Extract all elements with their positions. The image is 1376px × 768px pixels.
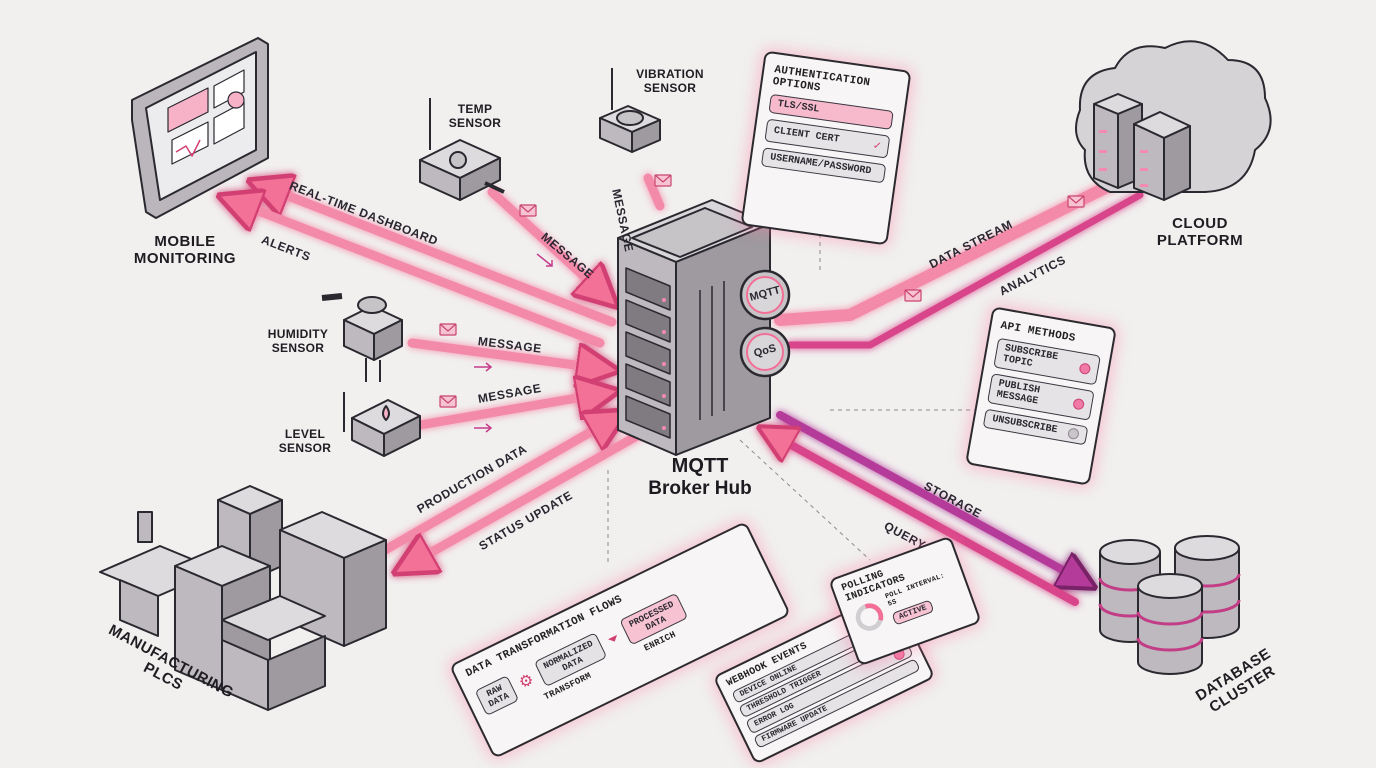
manufacturing-plc-icon xyxy=(99,485,387,711)
status-dot-icon xyxy=(1078,361,1092,375)
arrow-data-stream xyxy=(774,172,1131,326)
tablet-dashboard-icon xyxy=(131,37,269,219)
arrow-humidity-message xyxy=(407,338,612,370)
arrow-status-update xyxy=(400,427,649,570)
arrow-level-message xyxy=(415,392,612,430)
filter-icon: ⏷ xyxy=(604,628,622,648)
temp-sensor-icon xyxy=(419,98,505,201)
humidity-sensor-label: HUMIDITY SENSOR xyxy=(267,327,329,355)
envelope-icon xyxy=(439,395,457,408)
vibration-sensor-icon xyxy=(599,68,661,153)
gear-icon: ⚙ xyxy=(516,670,537,693)
level-sensor-label: LEVEL SENSOR xyxy=(278,427,332,455)
status-dot-icon xyxy=(1072,397,1086,411)
cloud-platform-label: CLOUD PLATFORM xyxy=(1156,215,1244,250)
envelope-icon xyxy=(904,289,922,302)
dashed-connectors xyxy=(607,159,1000,565)
auth-option-label: CLIENT CERT xyxy=(773,125,840,146)
arrow-storage xyxy=(776,411,1090,585)
status-dot-icon xyxy=(1067,427,1080,441)
humidity-sensor-icon xyxy=(321,293,403,382)
api-method-label: PUBLISH MESSAGE xyxy=(995,378,1041,408)
arrow-realtime-dashboard xyxy=(255,183,617,327)
hub-title: MQTT xyxy=(671,455,729,477)
mobile-monitoring-label: MOBILE MONITORING xyxy=(133,233,237,268)
arrow-temp-message xyxy=(487,187,612,302)
envelope-icon xyxy=(519,204,537,217)
database-cluster-icon xyxy=(1098,535,1241,675)
cloud-platform-icon xyxy=(1075,40,1272,201)
api-method-label: SUBSCRIBE TOPIC xyxy=(1001,343,1059,370)
arrow-production-data xyxy=(380,414,622,555)
envelope-icon xyxy=(1067,195,1085,208)
auth-options-panel: AUTHENTICATION OPTIONS TLS/SSL CLIENT CE… xyxy=(740,50,912,246)
temp-sensor-label: TEMP SENSOR xyxy=(448,102,502,130)
level-sensor-icon xyxy=(343,392,421,457)
arrow-alerts xyxy=(225,198,605,348)
polling-indicators-panel: POLLING INDICATORS POLL INTERVAL: 5s ACT… xyxy=(828,535,982,667)
hub-subtitle: Broker Hub xyxy=(648,478,752,499)
envelope-icon xyxy=(654,174,672,187)
api-method-label: UNSUBSCRIBE xyxy=(991,413,1059,437)
auth-option-label: USERNAME/PASSWORD xyxy=(769,152,872,178)
arrow-vibration-message xyxy=(643,173,665,211)
arrow-query xyxy=(764,430,1079,606)
polling-gauge-icon xyxy=(855,603,884,631)
check-icon: ✓ xyxy=(872,138,882,154)
envelope-icon xyxy=(439,323,457,336)
vibration-sensor-label: VIBRATION SENSOR xyxy=(636,67,704,95)
mqtt-broker-server-icon xyxy=(617,199,791,456)
auth-option-label: TLS/SSL xyxy=(776,98,820,116)
arrow-analytics xyxy=(786,191,1144,349)
